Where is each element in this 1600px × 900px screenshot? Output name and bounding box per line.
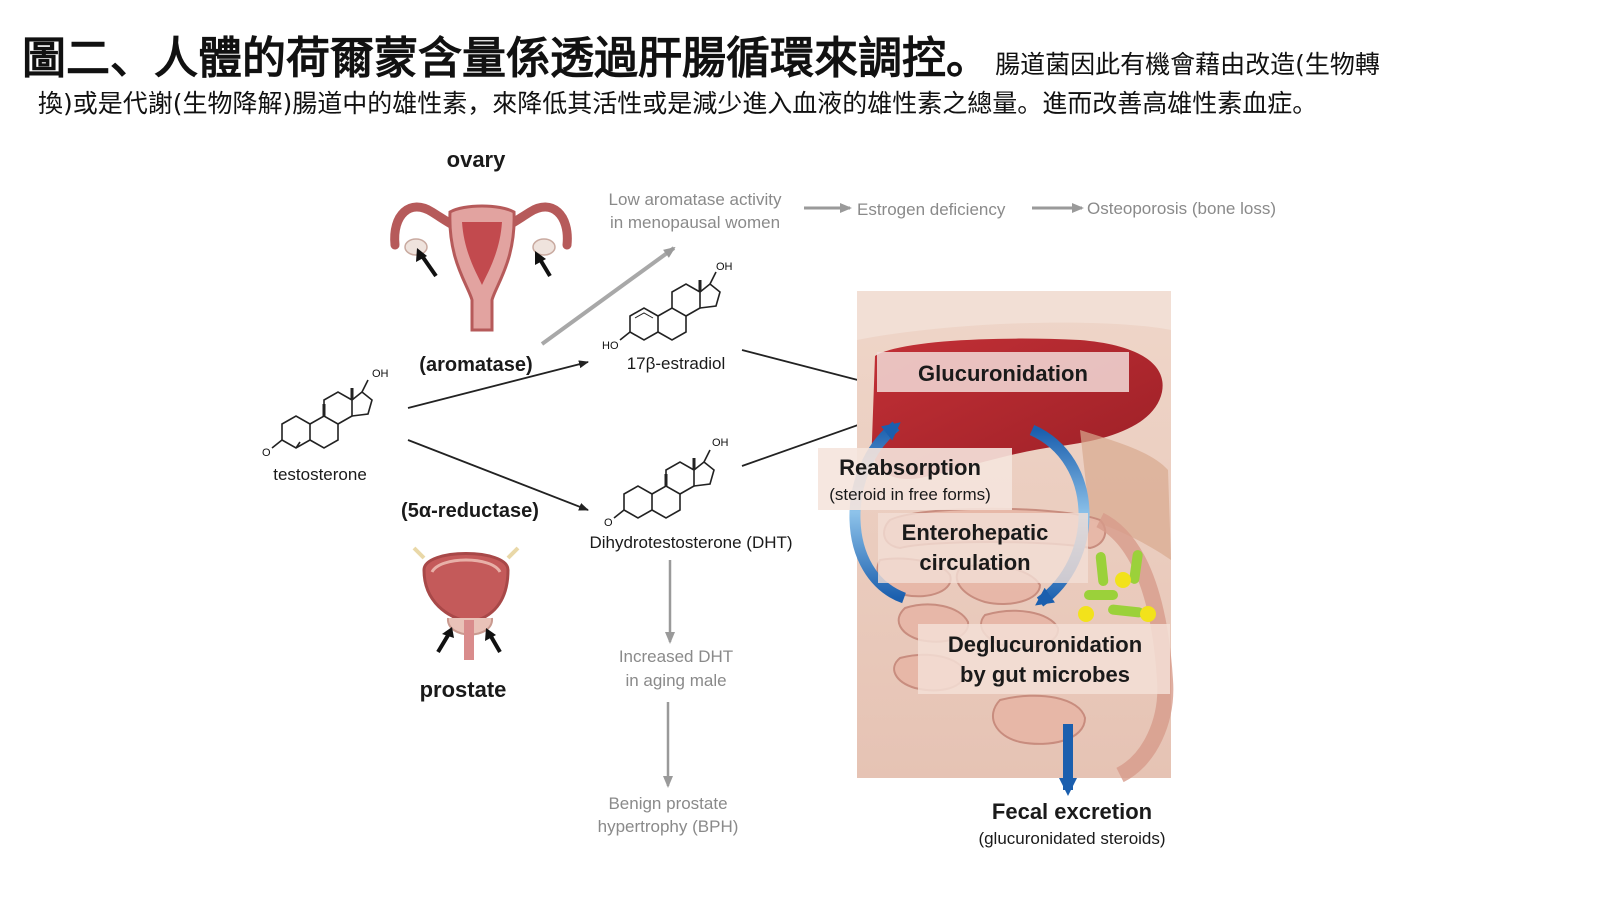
- deglucuronidation-box: [918, 624, 1170, 694]
- reabsorption-label: Reabsorption: [839, 455, 981, 480]
- prostate-arrow-icon: [485, 628, 502, 654]
- bph-label-2: hypertrophy (BPH): [598, 817, 739, 836]
- bph-label-1: Benign prostate: [608, 794, 727, 813]
- low-aromatase-label-1: Low aromatase activity: [609, 190, 782, 209]
- estradiol-label: 17β-estradiol: [627, 354, 726, 373]
- dht-structure-icon: [613, 449, 715, 519]
- fecal-excretion-sub-label: (glucuronidated steroids): [978, 829, 1165, 848]
- ovary-arrow-icon: [416, 248, 438, 278]
- dht-label: Dihydrotestosterone (DHT): [589, 533, 792, 552]
- reabsorption-sub-label: (steroid in free forms): [829, 485, 991, 504]
- testosterone-label: testosterone: [273, 465, 367, 484]
- figure-caption-line-2: 換)或是代謝(生物降解)腸道中的雄性素，來降低其活性或是減少進入血液的雄性素之總…: [38, 89, 1318, 118]
- estradiol-ho-label: HO: [602, 340, 619, 352]
- reductase-label: (5α-reductase): [401, 500, 539, 522]
- estrogen-deficiency-label: Estrogen deficiency: [857, 200, 1006, 219]
- testosterone-structure-icon: [271, 379, 373, 449]
- increased-dht-label-2: in aging male: [625, 671, 726, 690]
- dht-oh-label: OH: [712, 437, 729, 449]
- dht-o-label: O: [604, 517, 613, 529]
- gut-microbes-icon: [1078, 550, 1156, 622]
- circulation-arrow-left: [849, 421, 907, 604]
- estradiol-structure-icon: [619, 271, 721, 341]
- deglucuronidation-label-2: by gut microbes: [960, 662, 1130, 687]
- enterohepatic-label-2: circulation: [919, 550, 1030, 575]
- glucuronidation-label: Glucuronidation: [918, 361, 1088, 386]
- low-aromatase-arrow: [540, 246, 676, 346]
- circulation-arrow-right: [1029, 424, 1090, 607]
- reabsorption-box: [818, 448, 1012, 510]
- testosterone-o-label: O: [262, 447, 271, 459]
- figure-caption-text: 腸道菌因此有機會藉由改造(生物轉: [995, 50, 1380, 79]
- enterohepatic-box: [878, 513, 1088, 583]
- reductase-arrow: [407, 439, 589, 511]
- estradiol-oh-label: OH: [716, 261, 733, 273]
- testosterone-oh-label: OH: [372, 368, 389, 380]
- uterus-ovary-illustration: [390, 202, 572, 332]
- prostate-illustration: [412, 546, 520, 660]
- figure-caption-title: 圖二、人體的荷爾蒙含量係透過肝腸循環來調控。: [22, 33, 990, 84]
- glucuronidation-box: [877, 352, 1129, 392]
- low-aromatase-label-2: in menopausal women: [610, 213, 780, 232]
- fecal-excretion-label: Fecal excretion: [992, 799, 1152, 824]
- aromatase-label: (aromatase): [419, 354, 532, 376]
- ovary-arrow-icon: [535, 251, 552, 278]
- deglucuronidation-label-1: Deglucuronidation: [948, 632, 1142, 657]
- enterohepatic-label-1: Enterohepatic: [902, 520, 1049, 545]
- prostate-label: prostate: [420, 677, 507, 702]
- increased-dht-label-1: Increased DHT: [619, 647, 733, 666]
- osteoporosis-label: Osteoporosis (bone loss): [1087, 199, 1276, 218]
- ovary-label: ovary: [447, 147, 506, 172]
- figure-caption-line-1: 圖二、人體的荷爾蒙含量係透過肝腸循環來調控。 腸道菌因此有機會藉由改造(生物轉: [22, 22, 1380, 86]
- aromatase-arrow: [407, 360, 589, 409]
- prostate-arrow-icon: [436, 627, 454, 654]
